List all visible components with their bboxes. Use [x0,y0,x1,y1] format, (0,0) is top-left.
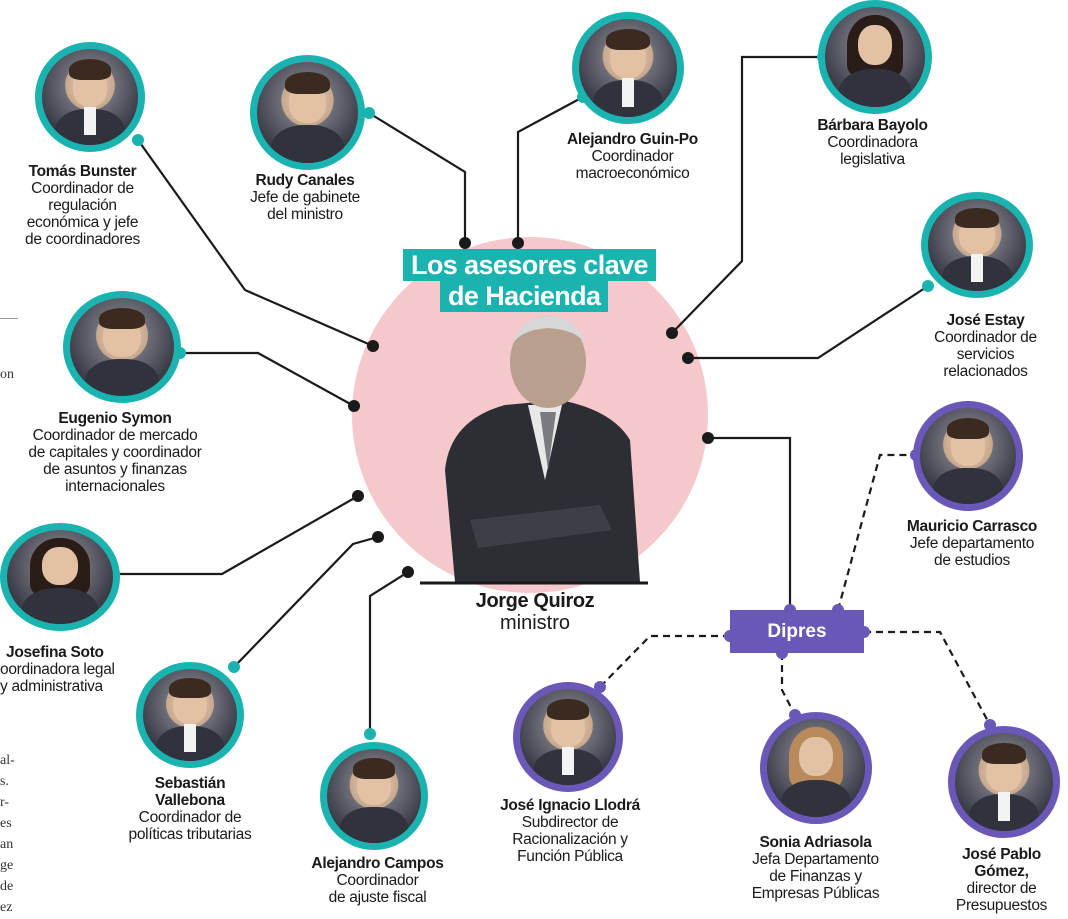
name-carrasco: Mauricio Carrasco [906,518,1038,535]
label-adriasola: Sonia Adriasola Jefa Departamento de Fin… [728,834,903,902]
role-soto: oordinadora legal y administrativa [0,661,115,695]
portrait-campos [320,742,428,850]
role-adriasola: Jefa Departamento de Finanzas y Empresas… [751,851,880,902]
label-llodra: José Ignacio Llodrá Subdirector de Racio… [480,797,660,865]
name-estay: José Estay [946,312,1025,329]
label-estay: José Estay Coordinador de servicios rela… [913,312,1058,380]
portrait-carrasco [913,401,1023,511]
name-canales: Rudy Canales [255,172,355,189]
name-vallebona: Sebastián Vallebona [154,775,226,809]
role-llodra: Subdirector de Racionalización y Función… [512,814,628,865]
connector-estay [688,285,929,360]
margin-fragment-3: r- [0,795,10,810]
name-symon: Eugenio Symon [58,410,172,427]
connector-canales [368,112,467,243]
portrait-canales [250,55,365,170]
name-campos: Alejandro Campos [311,855,444,872]
portrait-bunster [35,42,145,152]
margin-rule [0,318,18,319]
portrait-bayolo [818,0,932,114]
portrait-gomez [948,726,1060,838]
role-guinpo: Coordinador macroeconómico [575,148,690,182]
role-vallebona: Coordinador de políticas tributarias [128,809,252,843]
name-guinpo: Alejandro Guin-Po [567,131,698,148]
connector-bayolo [671,55,823,334]
margin-fragment-5: an [0,837,14,852]
label-gomez: José Pablo Gómez, director de Presupuest… [935,846,1068,914]
role-estay: Coordinador de servicios relacionados [934,329,1037,380]
label-guinpo: Alejandro Guin-Po Coordinador macroeconó… [545,131,720,182]
connector-gomez [864,630,991,726]
name-gomez: José Pablo Gómez, [962,846,1041,880]
margin-fragment-8: ez [0,900,13,915]
portrait-estay [921,192,1033,298]
role-bunster: Coordinador de regulación económica y je… [25,180,140,248]
minister-name: Jorge Quiroz [475,590,595,612]
name-bayolo: Bárbara Bayolo [817,117,928,134]
connector-dipres [708,436,792,610]
role-campos: Coordinador de ajuste fiscal [328,872,427,906]
connector-vallebona [233,535,379,668]
margin-fragment-6: ge [0,858,14,873]
name-bunster: Tomás Bunster [28,163,137,180]
name-soto: Josefina Soto [6,644,104,661]
connector-symon [180,351,355,407]
connector-bunster [137,139,374,348]
portrait-adriasola [760,712,872,824]
role-bayolo: Coordinadora legislativa [827,134,918,168]
connector-llodra [599,634,730,688]
label-bayolo: Bárbara Bayolo Coordinadora legislativa [790,117,955,168]
minister-role: ministro [499,612,570,634]
label-bunster: Tomás Bunster Coordinador de regulación … [0,163,165,248]
margin-fragment-4: es [0,816,12,831]
role-carrasco: Jefe departamento de estudios [909,535,1035,569]
role-symon: Coordinador de mercado de capitales y co… [28,427,202,495]
portrait-soto [0,523,120,631]
connector-adriasola [780,653,796,716]
role-gomez: director de Presupuestos [955,880,1048,914]
connector-soto [114,495,359,576]
label-carrasco: Mauricio Carrasco Jefe departamento de e… [882,518,1062,569]
portrait-llodra [513,682,623,792]
portrait-guinpo [572,12,684,124]
name-adriasola: Sonia Adriasola [759,834,872,851]
connector-campos [368,571,409,734]
connector-guinpo [516,96,584,243]
minister-portrait [420,316,648,585]
role-canales: Jefe de gabinete del ministro [250,189,360,223]
name-llodra: José Ignacio Llodrá [500,797,640,814]
margin-fragment-1: al- [0,753,15,768]
portrait-symon [63,291,181,403]
dipres-box: Dipres [730,610,864,653]
margin-fragment-0: on [0,367,14,382]
margin-fragment-7: de [0,879,14,894]
label-canales: Rudy Canales Jefe de gabinete del minist… [235,172,375,223]
title-line-1: Los asesores clave [403,249,656,281]
connector-carrasco [836,453,916,611]
label-symon: Eugenio Symon Coordinador de mercado de … [0,410,230,495]
label-soto: Josefina Soto oordinadora legal y admini… [0,644,150,695]
margin-fragment-2: s. [0,774,9,789]
title-line-2: de Hacienda [440,280,609,312]
portrait-vallebona [136,662,244,768]
label-vallebona: Sebastián Vallebona Coordinador de polít… [110,775,270,843]
label-campos: Alejandro Campos Coordinador de ajuste f… [290,855,465,906]
